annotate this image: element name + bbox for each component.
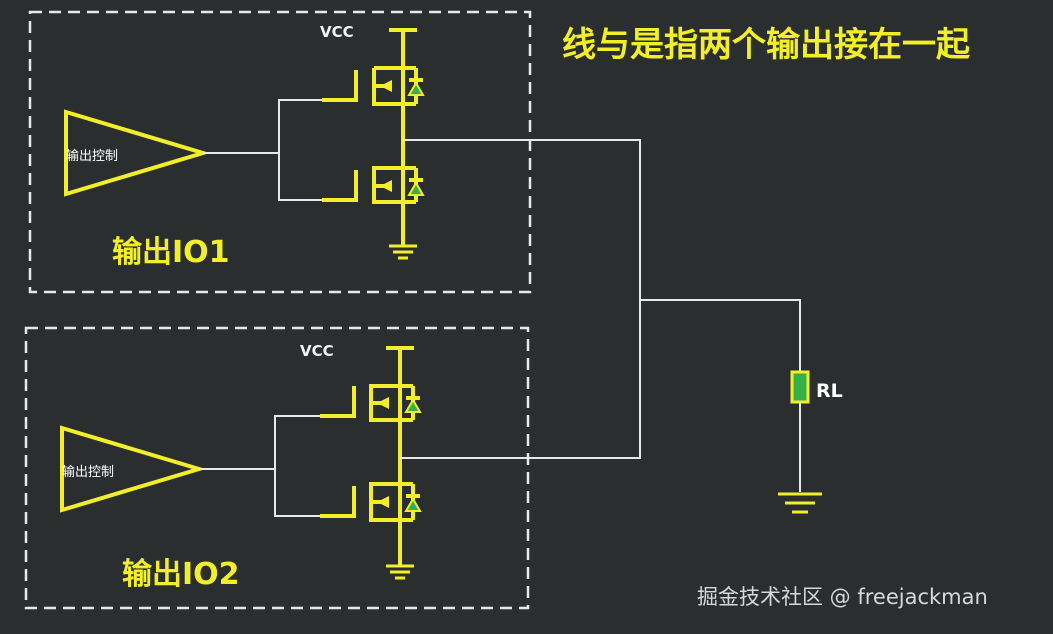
- upper-mosfet-2: [320, 384, 420, 422]
- ground-icon-1: [389, 244, 417, 260]
- block-2-dashed-border: [24, 326, 530, 610]
- body-diode-arrow-2a: [404, 398, 422, 413]
- output-block-2: VCC 输出控制: [24, 300, 641, 610]
- output-wire-2: [400, 300, 641, 459]
- block-1-dashed-border: [28, 10, 532, 294]
- amp-label-2: 输出控制: [62, 464, 114, 480]
- output-control-amplifier-1: [64, 109, 210, 197]
- fet-arrow-1a: [380, 80, 392, 92]
- ground-icon-2: [386, 564, 414, 580]
- lower-mosfet-2: [320, 482, 420, 522]
- fet-arrow-2a: [377, 397, 389, 409]
- load-resistor-label: RL: [816, 380, 843, 402]
- fet-arrow-2b: [377, 496, 389, 508]
- body-diode-arrow-2b: [404, 497, 422, 512]
- lower-mosfet-1: [322, 166, 423, 204]
- block-1-label: 输出IO1: [112, 235, 230, 270]
- gate-wire-2: [199, 415, 320, 470]
- gate-wire-1: [203, 99, 322, 154]
- load-circuit: RL: [640, 299, 843, 514]
- load-resistor: [790, 370, 810, 404]
- slide-title: 线与是指两个输出接在一起: [562, 25, 971, 65]
- ground-icon-load: [778, 492, 822, 514]
- upper-mosfet-1: [322, 66, 423, 106]
- body-diode-arrow-1b: [407, 181, 425, 196]
- watermark: 掘金技术社区 @ freejackman: [697, 585, 988, 609]
- amp-label-1: 输出控制: [66, 148, 118, 164]
- fet-arrow-1b: [380, 180, 392, 192]
- vcc-label-2: VCC: [300, 342, 334, 360]
- output-wire-1: [403, 139, 641, 300]
- vcc-label-1: VCC: [320, 23, 354, 41]
- load-wire: [640, 299, 801, 372]
- gate-wire-1b: [278, 153, 322, 201]
- block-2-label: 输出IO2: [122, 557, 240, 592]
- output-block-1: VCC 输出控制: [28, 10, 641, 300]
- output-control-amplifier-2: [60, 425, 206, 513]
- gate-wire-2b: [274, 469, 320, 517]
- body-diode-arrow-1a: [407, 81, 425, 96]
